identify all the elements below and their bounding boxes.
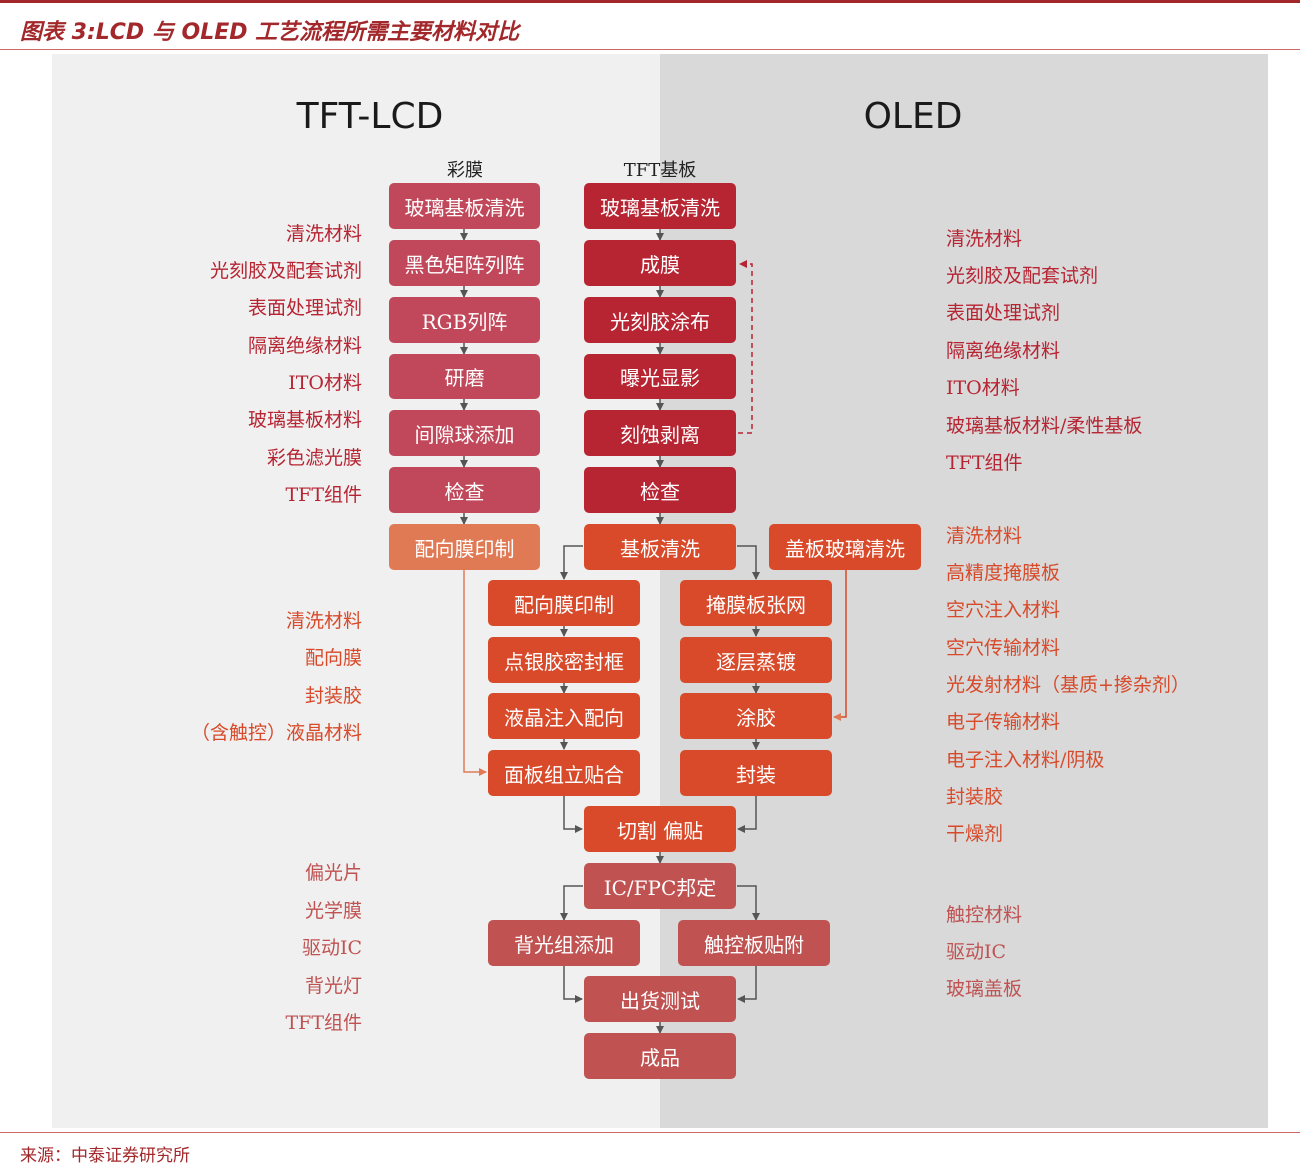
ic-fpc-bonding: IC/FPC邦定 (584, 863, 736, 909)
right-material-label: 电子传输材料 (946, 711, 1061, 733)
cf-step-1: 玻璃基板清洗 (389, 183, 540, 229)
lcd-branch-step-2: 点银胶密封框 (488, 637, 640, 683)
backlight-add: 背光组添加 (488, 920, 640, 966)
left-material-label: 配向膜 (304, 647, 362, 669)
tft-step-2: 成膜 (584, 240, 736, 286)
left-material-label: 光刻胶及配套试剂 (209, 260, 362, 282)
lcd-branch-step-3: 液晶注入配向 (488, 693, 640, 739)
right-material-label: 表面处理试剂 (946, 302, 1061, 324)
oled-branch-step-3: 涂胶 (680, 693, 832, 739)
right-material-label: TFT组件 (946, 452, 1023, 474)
right-material-label: 清洗材料 (946, 525, 1023, 547)
oled-branch-step-1: 掩膜板张网 (680, 580, 832, 626)
align-film-print-left: 配向膜印制 (389, 524, 540, 570)
lcd-branch-step-1: 配向膜印制 (488, 580, 640, 626)
right-material-label: 干燥剂 (946, 823, 1004, 845)
left-material-label: 光学膜 (304, 900, 362, 922)
tft-substrate-subheader: TFT基板 (623, 160, 697, 181)
figure-caption: 图表 3:LCD 与 OLED 工艺流程所需主要材料对比 (20, 20, 520, 45)
finished-product: 成品 (584, 1033, 736, 1079)
left-material-label: 偏光片 (304, 862, 362, 884)
touch-panel-attach: 触控板贴附 (678, 920, 830, 966)
right-material-label: 玻璃盖板 (946, 978, 1023, 1000)
right-material-label: 光刻胶及配套试剂 (946, 265, 1099, 287)
cf-step-6: 检查 (389, 467, 540, 513)
cf-step-4: 研磨 (389, 354, 540, 399)
top-rule (0, 0, 1300, 3)
substrate-clean: 基板清洗 (584, 524, 736, 570)
left-material-label: 隔离绝缘材料 (247, 335, 362, 357)
right-material-label: ITO材料 (946, 377, 1020, 399)
oled-branch-step-4: 封装 (680, 750, 832, 796)
tft-step-5: 刻蚀剥离 (584, 410, 736, 456)
cut-polarizer: 切割 偏贴 (584, 806, 736, 852)
right-material-label: 玻璃基板材料/柔性基板 (946, 415, 1143, 437)
caption-rule (0, 49, 1300, 50)
right-material-label: 高精度掩膜板 (946, 562, 1061, 584)
left-material-label: 玻璃基板材料 (247, 409, 362, 431)
lcd-branch-step-4: 面板组立贴合 (488, 750, 640, 796)
tft-step-3: 光刻胶涂布 (584, 297, 736, 343)
left-material-label: 驱动IC (301, 937, 362, 959)
left-material-label: （含触控）液晶材料 (190, 722, 362, 744)
cf-step-3: RGB列阵 (389, 297, 540, 343)
color-filter-subheader: 彩膜 (447, 160, 483, 181)
right-material-label: 清洗材料 (946, 228, 1023, 250)
left-material-label: ITO材料 (288, 372, 362, 394)
footer-rule (0, 1132, 1300, 1133)
cf-step-2: 黑色矩阵列阵 (389, 240, 540, 286)
left-material-label: 封装胶 (304, 685, 362, 707)
left-material-label: 表面处理试剂 (247, 297, 362, 319)
right-material-label: 封装胶 (946, 786, 1004, 808)
right-material-label: 空穴注入材料 (946, 599, 1061, 621)
right-material-label: 触控材料 (946, 904, 1023, 926)
left-material-label: 彩色滤光膜 (266, 447, 362, 469)
right-material-label: 空穴传输材料 (946, 637, 1061, 659)
right-material-label: 电子注入材料/阴极 (946, 749, 1105, 771)
left-material-label: 清洗材料 (285, 223, 362, 245)
oled-title: OLED (863, 96, 963, 137)
cover-glass-clean: 盖板玻璃清洗 (769, 524, 921, 570)
source-note: 来源：中泰证券研究所 (20, 1146, 190, 1166)
tft-step-6: 检查 (584, 467, 736, 513)
tft-step-1: 玻璃基板清洗 (584, 183, 736, 229)
cf-step-5: 间隙球添加 (389, 410, 540, 456)
oled-branch-step-2: 逐层蒸镀 (680, 637, 832, 683)
right-material-label: 隔离绝缘材料 (946, 340, 1061, 362)
left-material-label: 清洗材料 (285, 610, 362, 632)
tft-step-4: 曝光显影 (584, 354, 736, 399)
shipping-test: 出货测试 (584, 976, 736, 1022)
left-material-label: TFT组件 (285, 484, 362, 506)
lcd-title: TFT-LCD (296, 96, 444, 137)
right-material-label: 光发射材料（基质+掺杂剂） (946, 674, 1190, 696)
left-material-label: 背光灯 (304, 975, 362, 997)
right-material-label: 驱动IC (946, 941, 1007, 963)
left-material-label: TFT组件 (285, 1012, 362, 1034)
